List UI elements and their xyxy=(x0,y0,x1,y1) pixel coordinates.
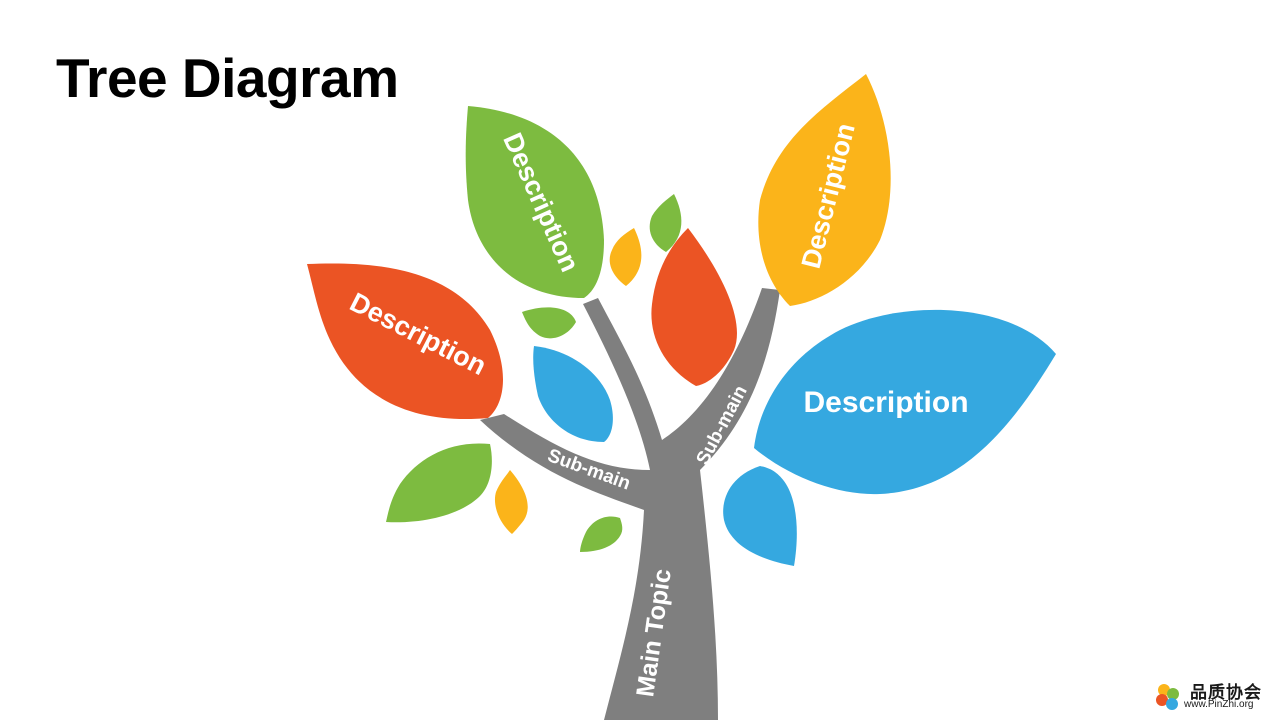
leaf-green-large xyxy=(465,106,604,298)
tree-trunk xyxy=(480,288,780,720)
leaf-medium-blue xyxy=(533,346,613,442)
leaf-medium-red xyxy=(651,228,737,386)
leaf-medium-green xyxy=(386,443,492,523)
leaf-blue-large xyxy=(754,309,1056,495)
leaf-blue-label: Description xyxy=(803,386,968,419)
watermark-name: 品质协会 xyxy=(1190,683,1262,703)
leaf-small-yellow xyxy=(609,228,642,286)
leaf-yellow-large xyxy=(758,74,891,306)
page-title: Tree Diagram xyxy=(56,47,399,109)
watermark-logo-icon xyxy=(1156,684,1179,710)
leaf-medium-blue-2 xyxy=(723,466,797,566)
leaf-small-green-2 xyxy=(522,307,576,339)
watermark: 品质协会 www.PinZhi.org xyxy=(1150,678,1268,714)
leaf-small-green xyxy=(649,194,682,252)
leaf-small-yellow-2 xyxy=(494,470,528,534)
leaf-small-green-3 xyxy=(580,516,623,552)
leaf-red-large xyxy=(307,263,503,420)
watermark-url: www.PinZhi.org xyxy=(1184,699,1254,710)
